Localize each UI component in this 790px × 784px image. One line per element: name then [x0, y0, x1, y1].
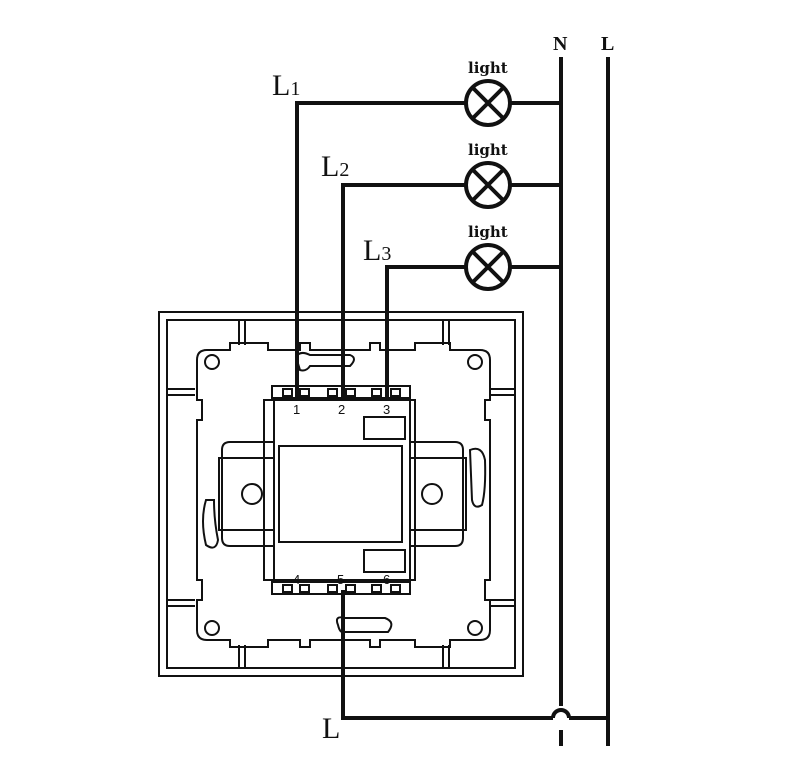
l3-label: L3: [363, 234, 391, 267]
screw-hole-icon: [204, 620, 220, 636]
mount-screw-icon: [241, 483, 263, 505]
lamp-cross-icon: [471, 86, 505, 120]
terminal-5: 5: [337, 572, 344, 587]
wire-input-l: [341, 590, 553, 720]
terminal-6: 6: [383, 572, 390, 587]
lamp-3-label: light: [468, 223, 508, 241]
wire-l1: [295, 101, 466, 400]
terminal-3: 3: [383, 402, 390, 417]
wire-l3: [385, 265, 466, 400]
lamp-cross-icon: [471, 250, 505, 284]
lamp-1-label: light: [468, 59, 508, 77]
screw-hole-icon: [204, 354, 220, 370]
terminal-4: 4: [293, 572, 300, 587]
lamp-1: light L1: [272, 59, 561, 400]
input-l-label: L: [322, 712, 340, 745]
l1-label: L1: [272, 69, 300, 102]
lamp-2: light L2: [321, 141, 561, 400]
mount-screw-icon: [421, 483, 443, 505]
terminal-2: 2: [338, 402, 345, 417]
l2-label: L2: [321, 150, 349, 183]
screw-hole-icon: [467, 354, 483, 370]
screw-hole-icon: [467, 620, 483, 636]
terminal-1: 1: [293, 402, 300, 417]
lamp-cross-icon: [471, 168, 505, 202]
wire-crossover-hop: [551, 708, 571, 719]
lamp-2-label: light: [468, 141, 508, 159]
live-label: L: [601, 33, 614, 55]
neutral-label: N: [553, 33, 568, 55]
lamp-3: light L3: [363, 223, 561, 400]
wire-l2: [341, 183, 466, 400]
